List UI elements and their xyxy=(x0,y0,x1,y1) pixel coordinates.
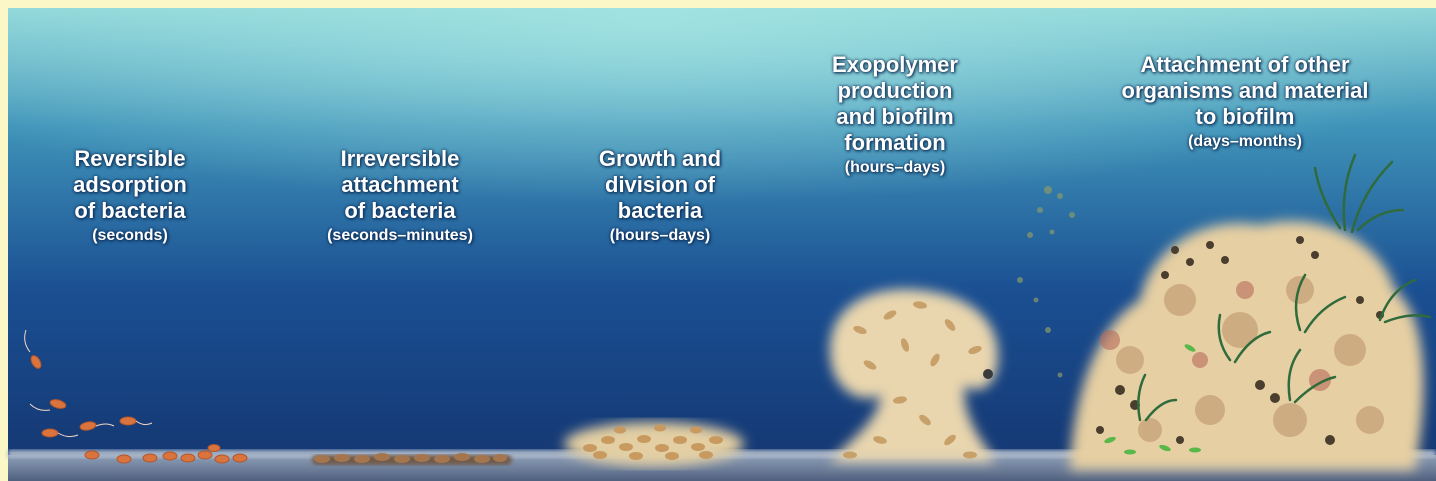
stage-2-label: Irreversible attachment of bacteria (sec… xyxy=(285,146,515,276)
stage-2-title-line-3: of bacteria xyxy=(285,198,515,224)
stage-4-duration: (hours–days) xyxy=(795,158,995,178)
stage-3-label: Growth and division of bacteria (hours–d… xyxy=(560,146,760,276)
stage-3-bacteria-colony xyxy=(564,422,744,466)
stage-2-title-line-1: Irreversible xyxy=(285,146,515,172)
stage-4-title-line-4: formation xyxy=(795,130,995,156)
stage-2-title-line-2: attachment xyxy=(285,172,515,198)
stage-4-title-line-3: and biofilm xyxy=(795,104,995,130)
stage-4-title-line-1: Exopolymer xyxy=(795,52,995,78)
stage-1-label: Reversible adsorption of bacteria (secon… xyxy=(30,146,230,276)
stage-5-title-line-3: to biofilm xyxy=(1060,104,1430,130)
stage-3-title-line-2: division of xyxy=(560,172,760,198)
stage-5-title-line-1: Attachment of other xyxy=(1060,52,1430,78)
stage-3-duration: (hours–days) xyxy=(560,226,760,246)
stage-1-title-line-1: Reversible xyxy=(30,146,230,172)
stage-5-duration: (days–months) xyxy=(1060,132,1430,152)
stage-4-title-line-2: production xyxy=(795,78,995,104)
stage-3-title-line-1: Growth and xyxy=(560,146,760,172)
stage-4-label: Exopolymer production and biofilm format… xyxy=(795,52,995,212)
stage-1-duration: (seconds) xyxy=(30,226,230,246)
stage-2-duration: (seconds–minutes) xyxy=(285,226,515,246)
stage-5-title-line-2: organisms and material xyxy=(1060,78,1430,104)
stage-5-label: Attachment of other organisms and materi… xyxy=(1060,52,1430,182)
stage-3-title-line-3: bacteria xyxy=(560,198,760,224)
stage-1-title-line-3: of bacteria xyxy=(30,198,230,224)
stage-1-title-line-2: adsorption xyxy=(30,172,230,198)
